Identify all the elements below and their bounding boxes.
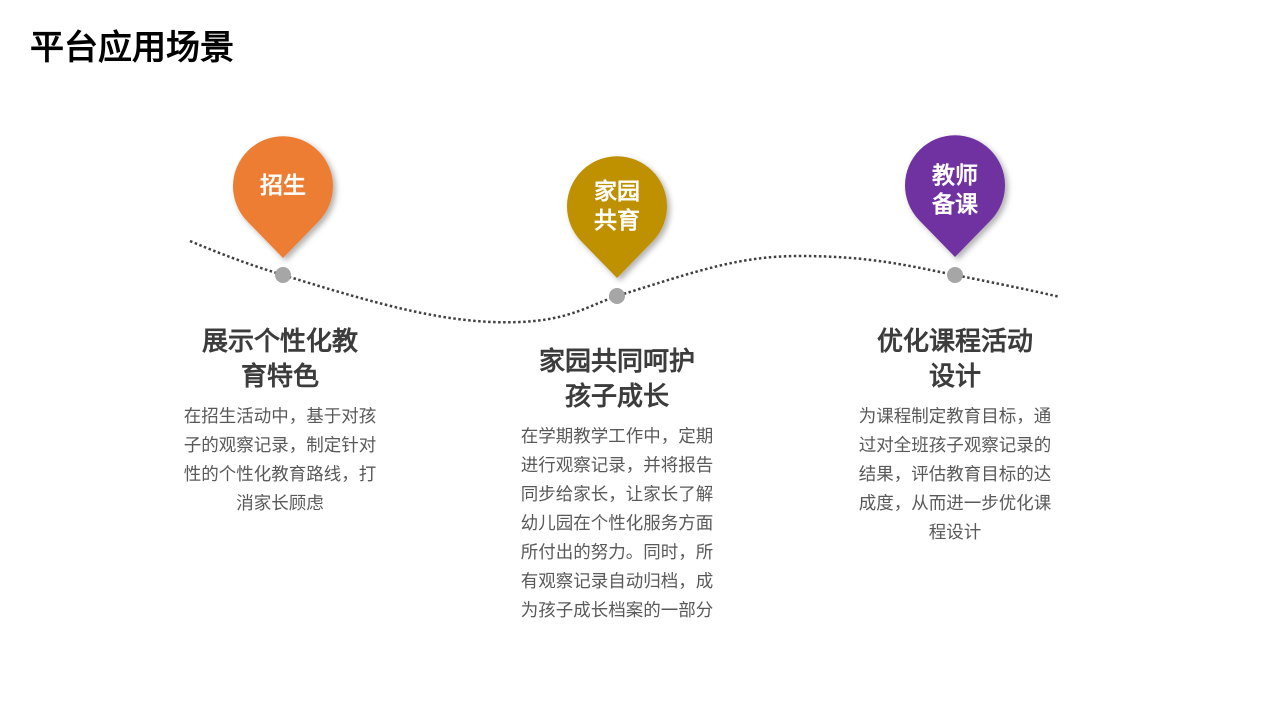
scenario-body: 为课程制定教育目标，通过对全班孩子观察记录的结果，评估教育目标的达成度，从而进一… — [858, 407, 1052, 543]
page-title: 平台应用场景 — [30, 28, 234, 68]
pin-label-2: 家园共育 — [594, 179, 640, 234]
scenario-heading: 家园共同呵护孩子成长 — [538, 347, 695, 412]
timeline-dot-3 — [947, 267, 963, 283]
timeline-dot-1 — [275, 267, 291, 283]
scenario-block-3: 优化课程活动设计 为课程制定教育目标，通过对全班孩子观察记录的结果，评估教育目标… — [825, 325, 1085, 548]
timeline-dot-2 — [609, 288, 625, 304]
scenario-heading: 优化课程活动设计 — [876, 327, 1033, 392]
pin-marker-1 — [233, 136, 333, 258]
scenario-heading: 展示个性化教育特色 — [201, 327, 358, 392]
pin-label-3: 教师备课 — [932, 163, 978, 218]
pin-marker-2 — [567, 156, 667, 278]
pin-label-1: 招生 — [260, 173, 306, 199]
scenario-block-1: 展示个性化教育特色 在招生活动中，基于对孩子的观察记录，制定针对性的个性化教育路… — [150, 325, 410, 519]
scenario-body: 在招生活动中，基于对孩子的观察记录，制定针对性的个性化教育路线，打消家长顾虑 — [183, 407, 377, 514]
scenario-body: 在学期教学工作中，定期进行观察记录，并将报告同步给家长，让家长了解幼儿园在个性化… — [520, 427, 714, 621]
scenario-block-2: 家园共同呵护孩子成长 在学期教学工作中，定期进行观察记录，并将报告同步给家长，让… — [487, 345, 747, 626]
pin-marker-3 — [905, 135, 1005, 257]
